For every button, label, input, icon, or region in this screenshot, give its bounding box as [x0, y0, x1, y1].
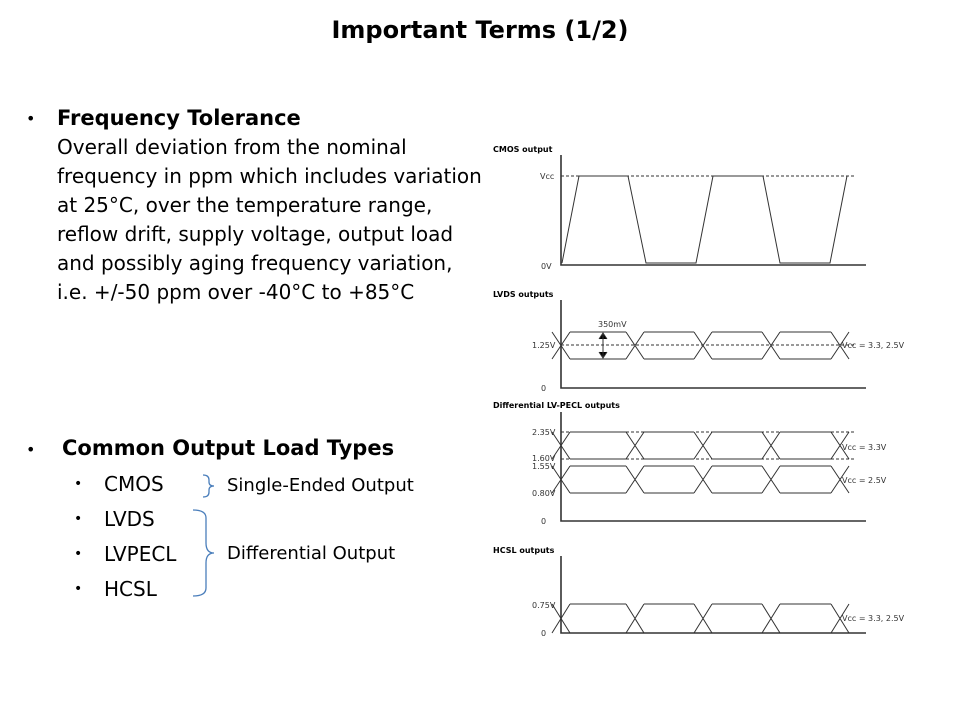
brace-differential-icon: [192, 509, 215, 597]
brace-icons: [192, 474, 215, 597]
diagram-label: LVPECL: [104, 542, 177, 566]
diagram-label: 0: [541, 517, 546, 526]
bullet-body: Overall deviation from the nominal frequ…: [57, 135, 482, 304]
cmos-waveform: [561, 175, 848, 264]
hcsl-waveform: [551, 603, 850, 634]
diagram-label: 0.80V: [532, 489, 556, 498]
lvpecl-25-waveform: [551, 465, 850, 494]
hcsl-axes: [560, 556, 866, 634]
bullet-heading: Common Output Load Types: [62, 436, 395, 460]
diagram-label: 1.60V: [532, 454, 556, 463]
swing-arrow-icon: [598, 332, 608, 359]
differential-label: Differential Output: [227, 543, 396, 564]
diagram-label: LVDS: [104, 507, 155, 531]
cmos-axes: [560, 155, 866, 266]
bullet-heading: Frequency Tolerance: [57, 106, 301, 130]
diagram-label: 2.35V: [532, 428, 556, 437]
diagram-label: CMOS: [104, 472, 164, 496]
cmos-zero-label: 0V: [541, 262, 552, 271]
lvds-vcc-label: Vcc = 3.3, 2.5V: [842, 341, 905, 350]
lvds-waveform: [551, 331, 850, 360]
single-ended-label: Single-Ended Output: [227, 475, 414, 496]
hcsl-title: HCSL outputs: [493, 546, 555, 555]
lvpecl-33-waveform: [551, 431, 850, 460]
lvds-swing-label: 350mV: [598, 320, 627, 329]
bullet-output-load-types: • Common Output Load Types: [26, 436, 394, 460]
diagram-label: 1.55V: [532, 462, 556, 471]
diagram-label: Vcc = 3.3V: [842, 443, 887, 452]
lvds-axes: [560, 300, 866, 389]
lvds-level-label: 1.25V: [532, 341, 556, 350]
list-item: •LVDS: [74, 507, 155, 531]
diagram-label: 0: [541, 629, 546, 638]
list-item: •CMOS: [74, 472, 164, 496]
slide-title: Important Terms (1/2): [331, 16, 629, 44]
list-item: •LVPECL: [74, 542, 177, 566]
brace-single-icon: [202, 474, 215, 498]
bullet-icon: •: [26, 109, 36, 128]
lvpecl-title: Differential LV-PECL outputs: [493, 401, 620, 410]
lvpecl-axes: [560, 412, 866, 522]
diagram-label: 0.75V: [532, 601, 556, 610]
lvds-title: LVDS outputs: [493, 290, 554, 299]
bullet-frequency-tolerance: • Frequency Tolerance Overall deviation …: [26, 104, 487, 307]
lvds-zero-label: 0: [541, 384, 546, 393]
diagram-label: Vcc = 3.3, 2.5V: [842, 614, 905, 623]
list-item: •HCSL: [74, 577, 157, 601]
diagram-label: Vcc = 2.5V: [842, 476, 887, 485]
bullet-icon: •: [26, 440, 36, 459]
cmos-vcc-label: Vcc: [540, 172, 554, 181]
diagram-label: HCSL: [104, 577, 157, 601]
cmos-title: CMOS output: [493, 145, 553, 154]
